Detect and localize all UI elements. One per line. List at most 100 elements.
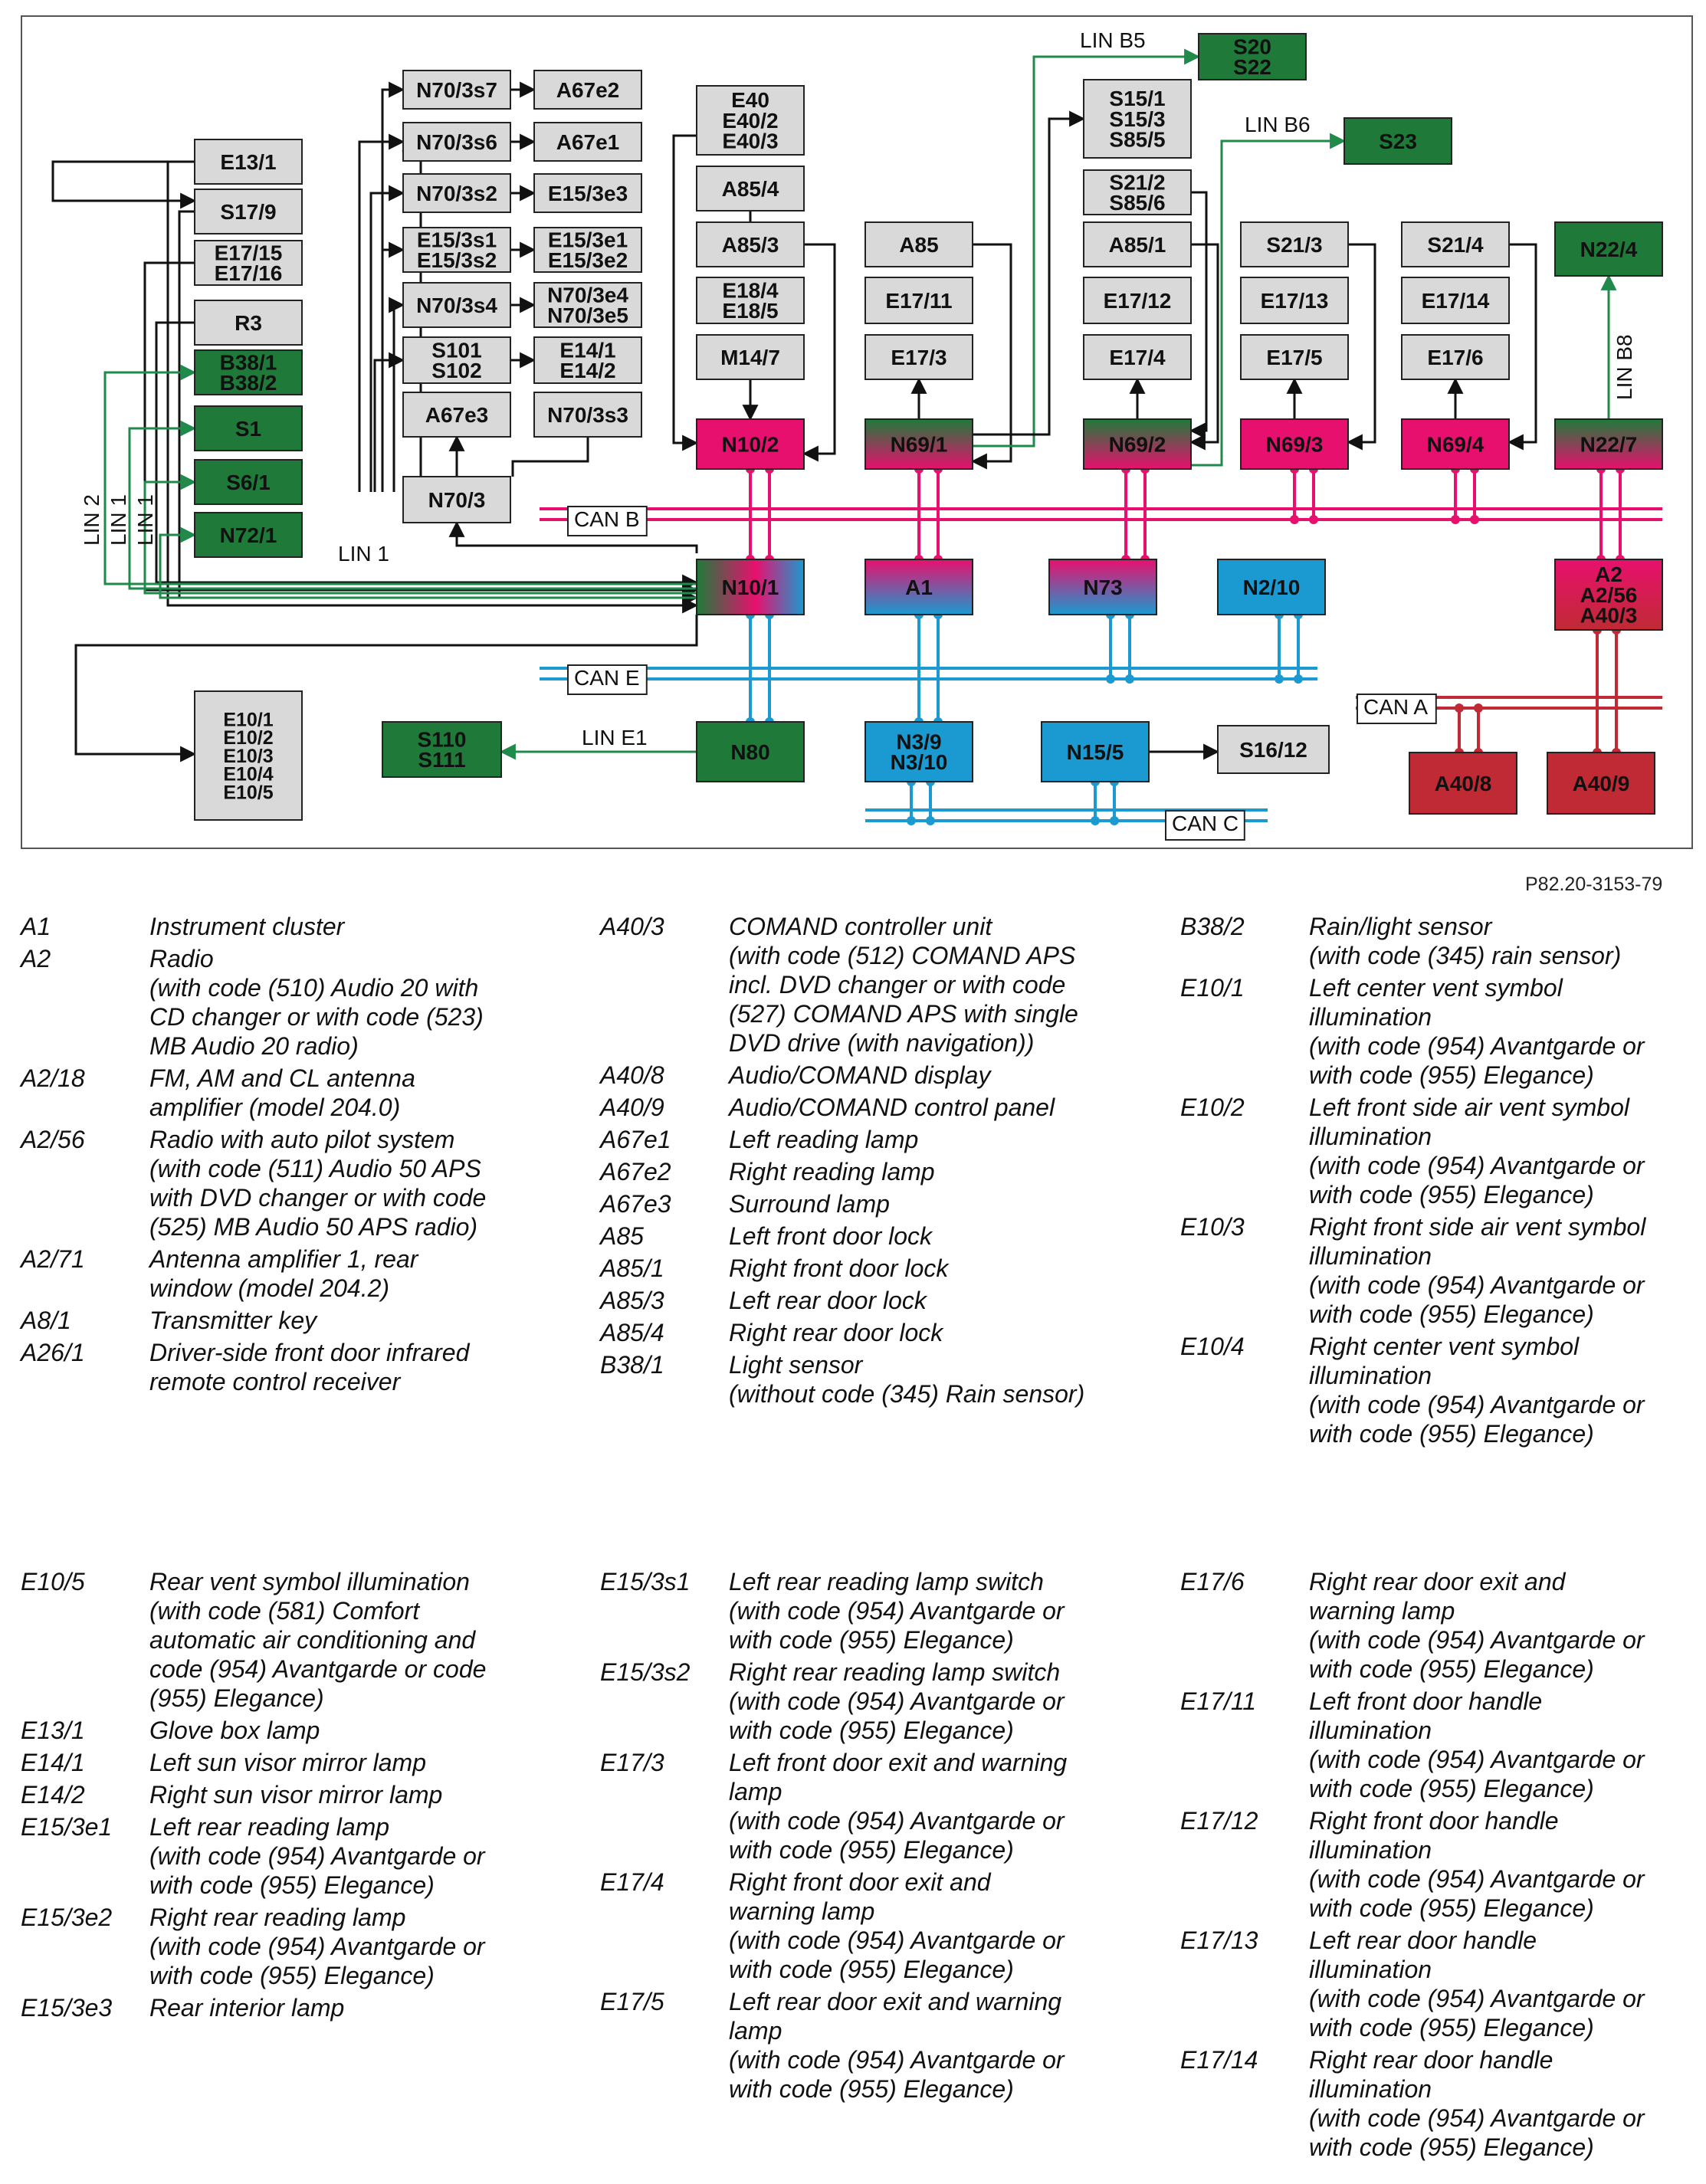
- legend-description-line: (without code (345) Rain sensor): [729, 1380, 1085, 1408]
- legend-code: E10/5: [21, 1568, 85, 1595]
- legend-description-line: Radio: [149, 945, 214, 972]
- module-box-rect: [1240, 221, 1349, 267]
- bus-junction: [1470, 515, 1479, 524]
- wire: [373, 352, 405, 492]
- legend-code: A26/1: [21, 1339, 85, 1366]
- legend-description-line: Right rear reading lamp switch: [729, 1658, 1061, 1686]
- legend-description: Left reading lamp: [729, 1125, 1152, 1154]
- legend-description: Rear vent symbol illumination(with code …: [149, 1567, 572, 1713]
- module-box-rect: [1217, 725, 1330, 774]
- module-box-e17-4: E17/4: [1083, 334, 1192, 380]
- legend-description-line: Left rear reading lamp: [149, 1813, 390, 1841]
- module-box-rect: [864, 334, 973, 380]
- module-label: S17/9: [220, 200, 276, 224]
- bus-label-text: LIN 2: [80, 494, 103, 546]
- legend-description-line: illumination: [1309, 1717, 1432, 1744]
- legend-code: A1: [21, 913, 51, 940]
- module-label: S1: [235, 417, 261, 441]
- legend-description-line: Driver-side front door infrared: [149, 1339, 470, 1366]
- module-label: S110: [418, 728, 467, 752]
- wire: [143, 474, 697, 595]
- module-box-n10-1: N10/1: [696, 559, 805, 615]
- legend-description-line: (with code (954) Avantgarde or: [1309, 1865, 1645, 1893]
- module-box-r3: R3: [194, 300, 303, 346]
- module-box-rect: [1343, 117, 1452, 165]
- module-label: S102: [431, 359, 481, 382]
- module-label: S101: [431, 339, 481, 362]
- legend-description-line: Rain/light sensor: [1309, 913, 1492, 940]
- module-box-a85-4: A85/4: [696, 166, 805, 212]
- legend-code: E15/3e2: [21, 1904, 113, 1931]
- legend-description-line: Right rear door lock: [729, 1319, 943, 1346]
- module-box-s16-12: S16/12: [1217, 725, 1330, 774]
- module-box-e15-3e3: E15/3e3: [533, 173, 642, 213]
- module-box-rect: [194, 405, 303, 451]
- legend-description-line: (with code (954) Avantgarde or: [149, 1842, 485, 1870]
- module-box-n3-9: N3/9N3/10: [864, 721, 973, 782]
- module-label: E17/5: [1266, 346, 1322, 369]
- wire: [74, 615, 698, 762]
- legend-description-line: automatic air conditioning and: [149, 1626, 476, 1654]
- bus-label: LIN B8: [1612, 334, 1636, 400]
- module-label: N70/3s2: [416, 182, 497, 205]
- legend-description-line: (with code (954) Avantgarde or: [729, 1807, 1065, 1835]
- module-box-n70-3s4: N70/3s4: [402, 282, 511, 328]
- legend-code: E15/3e3: [21, 1994, 113, 2022]
- module-box-rect: [696, 85, 805, 156]
- legend-code: E14/1: [21, 1749, 85, 1776]
- legend-code: A8/1: [21, 1307, 71, 1334]
- module-box-rect: [864, 559, 973, 615]
- legend-code: E17/11: [1180, 1687, 1257, 1715]
- wire: [381, 241, 405, 492]
- module-box-n70-3s3: N70/3s3: [533, 392, 642, 438]
- module-label: N70/3e5: [547, 303, 628, 327]
- module-label: N2/10: [1243, 576, 1301, 599]
- module-box-rect: [382, 721, 502, 778]
- legend-description-line: illumination: [1309, 1836, 1432, 1864]
- module-label: E17/14: [1422, 289, 1490, 313]
- module-label: A85: [899, 233, 938, 257]
- legend-description-line: (with code (345) rain sensor): [1309, 942, 1622, 969]
- module-box-rect: [194, 512, 303, 558]
- module-box-rect: [533, 227, 642, 273]
- legend-description-line: (with code (954) Avantgarde or: [1309, 1626, 1645, 1654]
- legend-description-line: lamp: [729, 1778, 782, 1805]
- bus-label-text: LIN 1: [107, 494, 130, 546]
- module-box-a67e3: A67e3: [402, 392, 511, 438]
- module-box-rect: [1083, 221, 1192, 267]
- legend-code: E10/3: [1180, 1213, 1245, 1241]
- legend-description-line: code (954) Avantgarde or code: [149, 1655, 487, 1683]
- legend-description-line: CD changer or with code (523): [149, 1003, 484, 1031]
- legend-entry: A1 Instrument cluster: [21, 912, 572, 941]
- legend-description-line: (with code (954) Avantgarde or: [1309, 1985, 1645, 2012]
- module-label: S22: [1233, 55, 1271, 79]
- legend-code: E10/4: [1180, 1333, 1245, 1360]
- legend-description-line: Instrument cluster: [149, 913, 345, 940]
- module-label: A67e2: [556, 78, 620, 102]
- legend-description-line: with code (955) Elegance): [729, 1717, 1014, 1744]
- module-label: E10/5: [223, 782, 273, 803]
- legend-description-line: incl. DVD changer or with code: [729, 971, 1066, 999]
- module-box-rect: [1240, 334, 1349, 380]
- module-box-rect: [533, 282, 642, 328]
- module-label: E10/4: [223, 764, 273, 785]
- legend-description-line: (525) MB Audio 50 APS radio): [149, 1213, 478, 1241]
- legend-description: Rain/light sensor(with code (345) rain s…: [1309, 912, 1706, 970]
- module-label: S15/1: [1109, 87, 1165, 110]
- legend-description-line: Right front door lock: [729, 1254, 949, 1282]
- bus-junction: [1455, 703, 1464, 713]
- module-label: E17/16: [215, 261, 283, 285]
- module-box-rect: [864, 221, 973, 267]
- module-label: B38/1: [220, 351, 277, 375]
- wire: [973, 48, 1201, 448]
- legend-description-line: (with code (511) Audio 50 APS: [149, 1155, 481, 1182]
